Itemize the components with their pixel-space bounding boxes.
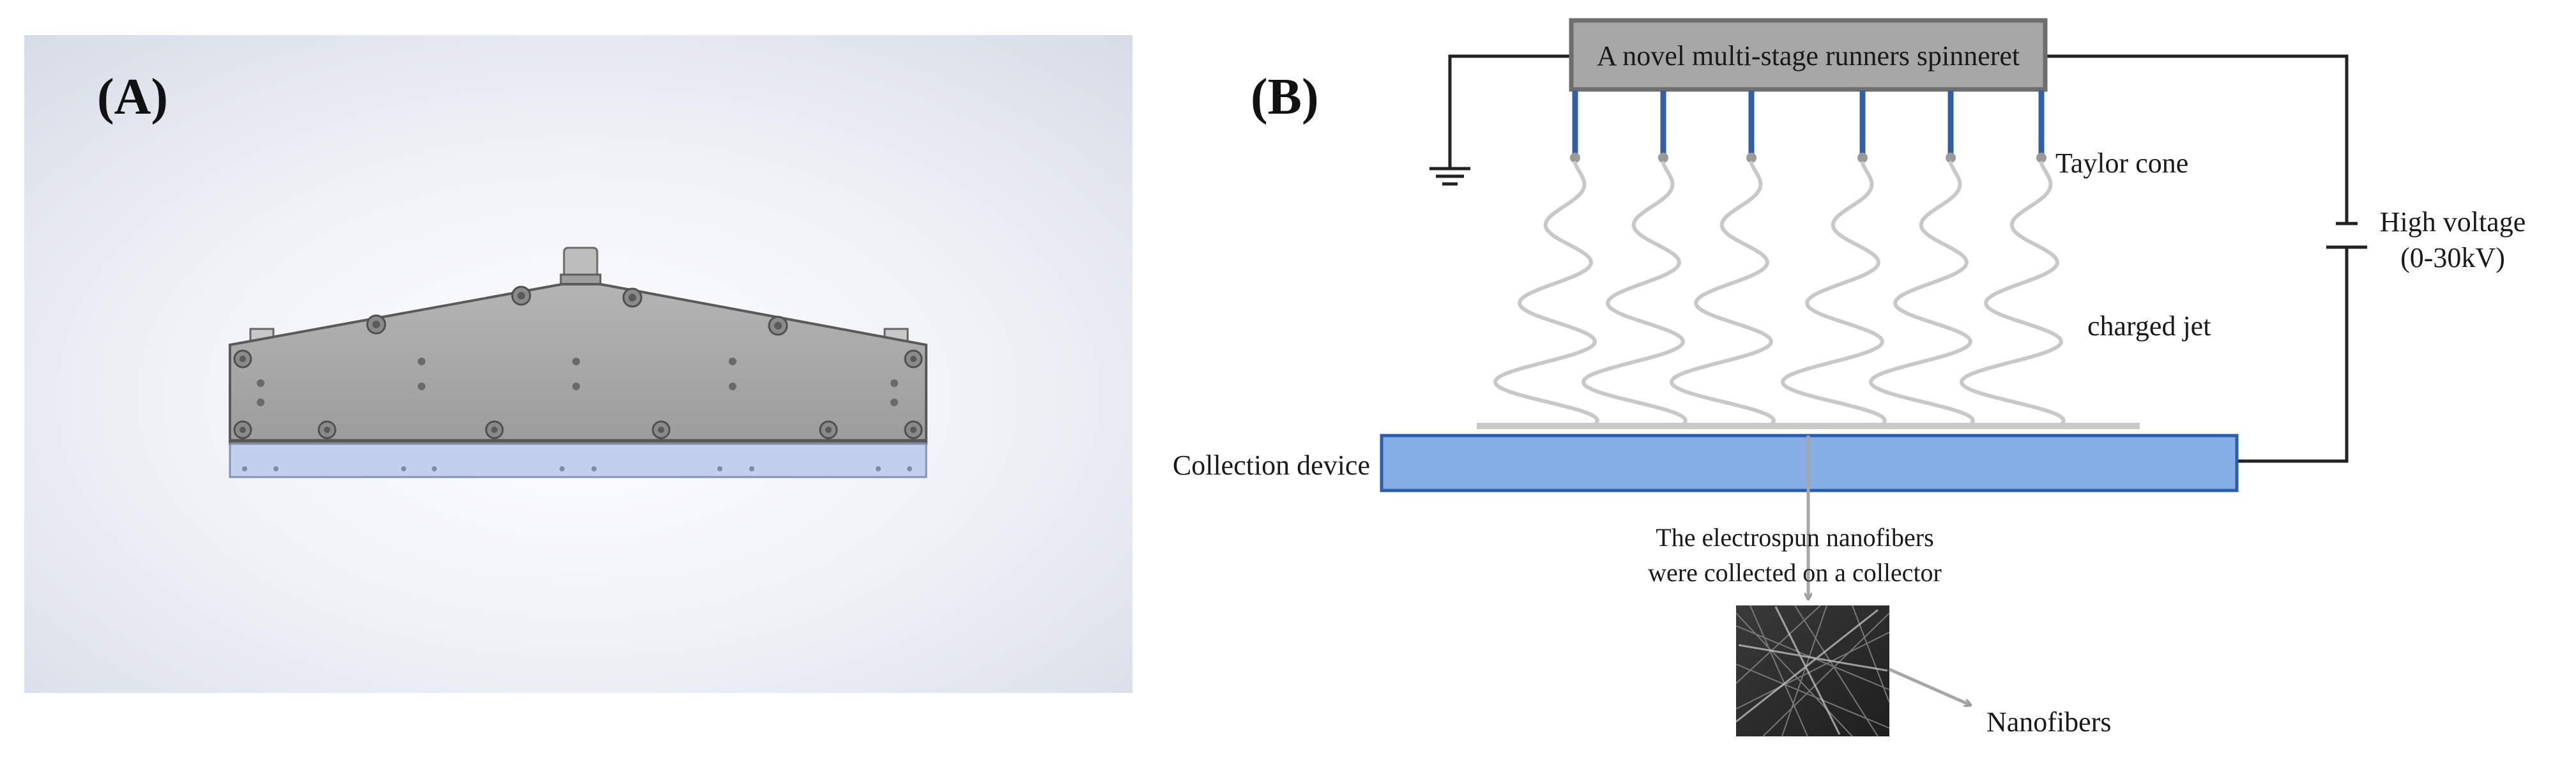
spinneret-box	[1569, 18, 2048, 92]
spinneret-label: A novel multi-stage runners spinneret	[1597, 40, 2020, 72]
spinneret-needles	[1572, 91, 2045, 156]
high-voltage-range-label: (0-30kV)	[2400, 242, 2505, 273]
taylor-cone	[1570, 153, 1580, 163]
taylor-cones	[1570, 153, 2046, 163]
collected-description-line1: The electrospun nanofibers	[1656, 523, 1933, 552]
nanofibers-arrow	[1888, 667, 1970, 705]
nanofibers-label: Nanofibers	[1986, 706, 2112, 738]
charged-jet-label: charged jet	[2087, 310, 2211, 342]
taylor-cone	[1946, 153, 1956, 163]
charged-jet	[1493, 161, 1599, 427]
high-voltage-label: High voltage	[2380, 206, 2526, 238]
taylor-cone	[2036, 153, 2046, 163]
spinneret-bottom-plate	[229, 443, 927, 478]
circuit-wires	[1448, 54, 2349, 463]
nanofiber-sem-image	[1735, 605, 1890, 737]
charged-jets	[1493, 161, 2066, 427]
deposited-fiber-layer	[1477, 423, 2140, 429]
collection-device-label: Collection device	[1173, 450, 1370, 481]
charged-jet	[1581, 161, 1688, 427]
ground-symbol	[1429, 167, 1470, 186]
panel-b-label: (B)	[1251, 69, 1319, 125]
charged-jet	[1869, 161, 1975, 427]
spinneret-3d-render	[229, 247, 927, 478]
taylor-cone	[1658, 153, 1668, 163]
panel-a-label: (A)	[97, 69, 168, 125]
panel-b: (B) High voltage (0-30kV) A novel multi-…	[1173, 18, 2526, 738]
taylor-cone-label: Taylor cone	[2055, 148, 2188, 179]
panel-a: (A)	[24, 35, 1132, 693]
alignment-holes	[257, 358, 898, 406]
taylor-cone	[1857, 153, 1868, 163]
charged-jet	[1670, 161, 1776, 427]
collected-description-line2: were collected on a collector	[1648, 558, 1942, 587]
high-voltage-source-symbol	[2326, 222, 2367, 249]
charged-jet	[1960, 161, 2066, 427]
charged-jet	[1781, 161, 1887, 427]
taylor-cone	[1746, 153, 1757, 163]
mounting-screws	[233, 285, 923, 439]
